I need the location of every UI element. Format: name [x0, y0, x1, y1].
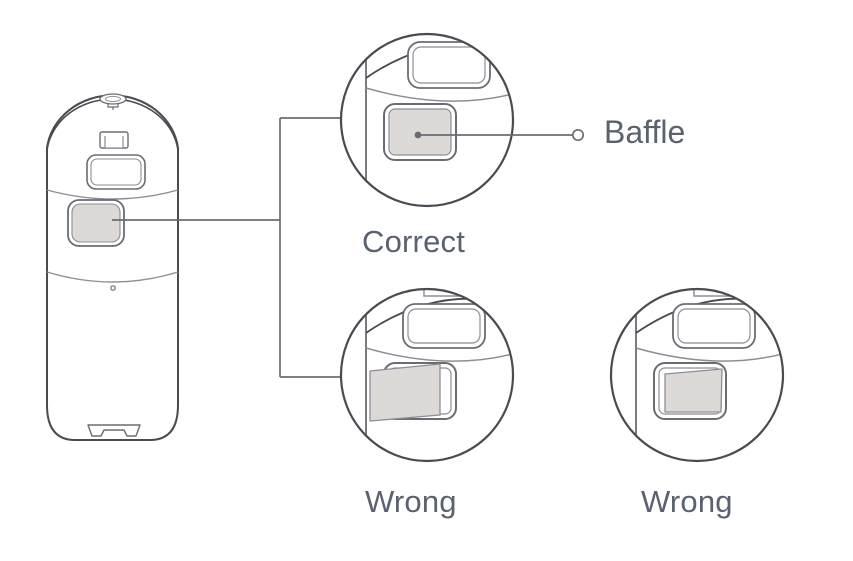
top-fitting-inner	[105, 95, 121, 103]
wrong2-baffle-skewed	[664, 368, 723, 413]
lower-seam	[46, 271, 179, 283]
lower-seam-marker	[110, 285, 116, 291]
product-illustration	[46, 93, 179, 441]
caption-wrong-1: Wrong	[365, 484, 457, 519]
baffle-leader-endpoint-circle-icon	[571, 128, 585, 142]
upper-seam	[46, 189, 179, 200]
wrong1-seam	[365, 347, 513, 362]
caption-correct: Correct	[362, 224, 466, 259]
correct-upper-panel-inner	[412, 46, 486, 84]
base-foot	[87, 424, 141, 437]
detail-wrong-1	[339, 287, 515, 463]
wrong1-circle-frame	[339, 287, 515, 463]
upper-panel-inner	[90, 158, 142, 186]
baffle-panel	[71, 203, 121, 243]
wrong1-upper-panel-inner	[407, 308, 481, 344]
wrong1-dome-arc	[365, 297, 513, 334]
upper-port-inner	[104, 136, 124, 149]
correct-circle-frame	[339, 32, 515, 208]
detail-wrong-2	[609, 287, 785, 463]
baffle-label: Baffle	[604, 114, 686, 150]
detail-correct	[339, 32, 515, 208]
caption-wrong-2: Wrong	[641, 484, 733, 519]
wrong2-upper-panel-inner	[677, 308, 751, 344]
wrong2-seam	[635, 347, 783, 362]
wrong2-circle-frame	[609, 287, 785, 463]
wrong2-dome-arc	[635, 297, 783, 334]
correct-baffle	[388, 108, 452, 156]
baffle-callout-leader	[414, 128, 585, 142]
wrong1-baffle-misplaced	[369, 363, 441, 422]
correct-seam	[365, 87, 513, 102]
